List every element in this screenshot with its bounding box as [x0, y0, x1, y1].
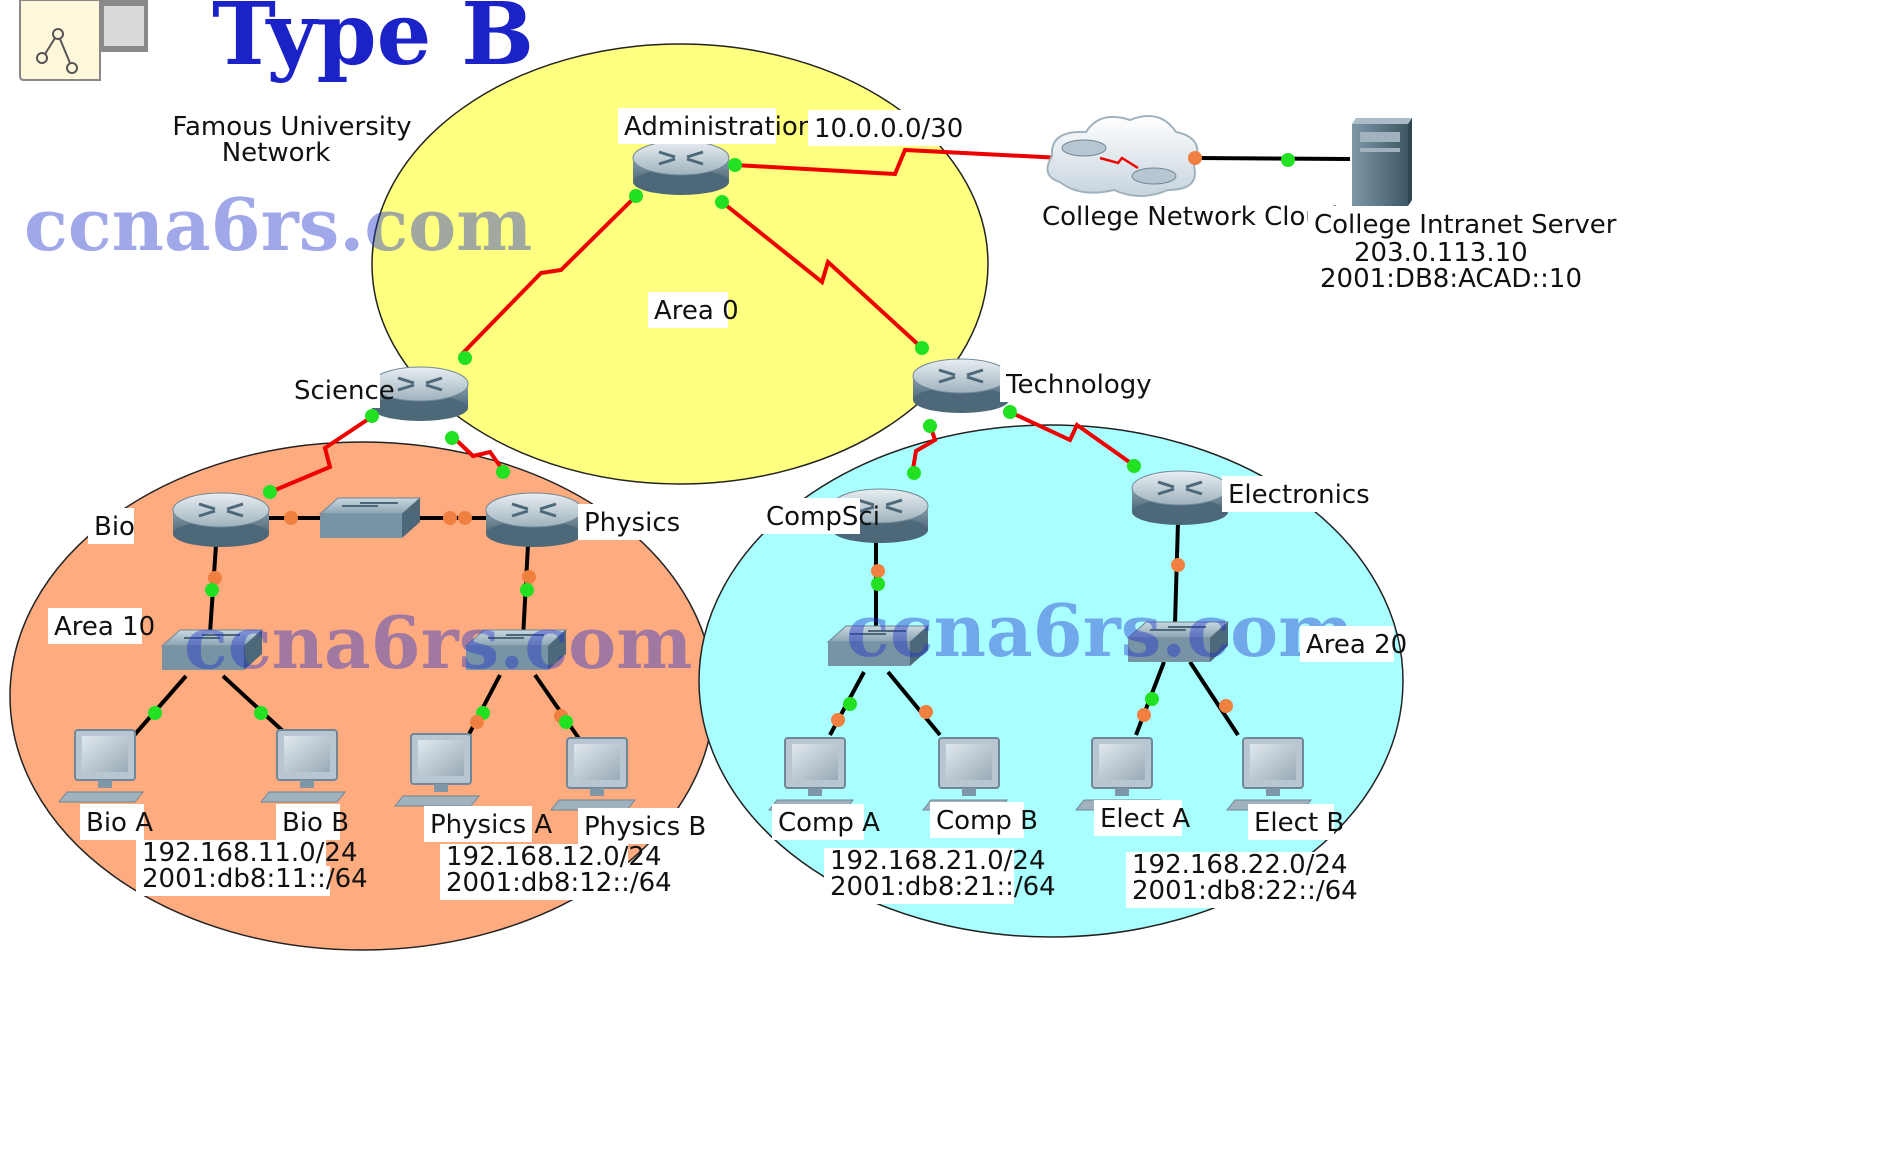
link-light [1281, 153, 1295, 167]
link-light [148, 706, 162, 720]
elect-subnet-ipv6: 2001:db8:22::/64 [1132, 876, 1358, 906]
administration-label: Administration [624, 112, 814, 142]
link-light [907, 466, 921, 480]
link-light [205, 583, 219, 597]
topology-icon [19, 0, 148, 81]
watermark-text: ccna6rs.com [24, 182, 532, 267]
area0-label: Area 0 [654, 296, 739, 326]
comp-b-label: Comp B [936, 806, 1038, 836]
router-icon[interactable] [911, 357, 1011, 415]
physics-b-label: Physics B [584, 812, 706, 842]
compsci-label: CompSci [766, 502, 880, 532]
link-light [919, 705, 933, 719]
watermark-text: ccna6rs.com [846, 588, 1354, 673]
link-subnet-label: 10.0.0.0/30 [814, 114, 963, 144]
link-light [263, 485, 277, 499]
physics-subnet-ipv4: 192.168.12.0/24 [446, 842, 662, 872]
link-light [208, 571, 222, 585]
link-light [458, 351, 472, 365]
link-light [470, 715, 484, 729]
link-light [520, 583, 534, 597]
link-light [254, 706, 268, 720]
cloud-icon[interactable] [1046, 115, 1199, 197]
link-light [831, 713, 845, 727]
bio-label: Bio [94, 512, 135, 542]
area20-label: Area 20 [1306, 630, 1407, 660]
server-name-label: College Intranet Server [1314, 210, 1617, 240]
router-icon[interactable] [1130, 469, 1230, 527]
router-icon[interactable] [171, 491, 271, 549]
link-light [559, 715, 573, 729]
server-ipv4-label: 203.0.113.10 [1354, 238, 1528, 268]
science-label: Science [294, 376, 395, 406]
link-light [1188, 151, 1202, 165]
link-light [728, 158, 742, 172]
network-name-line2: Network [222, 138, 331, 168]
comp-subnet-ipv4: 192.168.21.0/24 [830, 846, 1046, 876]
link-light [443, 511, 457, 525]
comp-subnet-ipv6: 2001:db8:21::/64 [830, 872, 1056, 902]
link-light [445, 431, 459, 445]
link-light [1219, 699, 1233, 713]
link-light [458, 511, 472, 525]
link-light [871, 577, 885, 591]
link-light [522, 570, 536, 584]
link-light [1003, 405, 1017, 419]
server-ipv6-label: 2001:DB8:ACAD::10 [1320, 264, 1582, 294]
link-light [843, 697, 857, 711]
bio-subnet-ipv6: 2001:db8:11::/64 [142, 864, 368, 894]
physics-subnet-ipv6: 2001:db8:12::/64 [446, 868, 672, 898]
link-light [496, 465, 510, 479]
technology-label: Technology [1005, 370, 1152, 400]
network-name-line1: Famous University [172, 112, 411, 142]
link-light [1127, 459, 1141, 473]
elect-b-label: Elect B [1254, 808, 1344, 838]
link-status-lights [148, 151, 1295, 729]
server-icon[interactable] [1352, 118, 1412, 206]
area10-label: Area 10 [54, 612, 155, 642]
bio-a-label: Bio A [86, 808, 153, 838]
link-light [1137, 708, 1151, 722]
link-light [284, 511, 298, 525]
elect-a-label: Elect A [1100, 804, 1190, 834]
link-light [1145, 692, 1159, 706]
link-light [915, 341, 929, 355]
bio-b-label: Bio B [282, 808, 349, 838]
physics-label: Physics [584, 508, 680, 538]
router-icon[interactable] [631, 139, 731, 197]
watermark-text: ccna6rs.com [184, 600, 692, 685]
diagram-title: Type B [212, 0, 534, 85]
link-light [871, 564, 885, 578]
serial-links [267, 147, 1137, 495]
electronics-label: Electronics [1228, 480, 1370, 510]
bio-subnet-ipv4: 192.168.11.0/24 [142, 838, 358, 868]
physics-a-label: Physics A [430, 810, 552, 840]
switch-icon[interactable] [319, 497, 421, 539]
link-light [1171, 558, 1185, 572]
link-light [923, 419, 937, 433]
elect-subnet-ipv4: 192.168.22.0/24 [1132, 850, 1348, 880]
link-light [715, 195, 729, 209]
cloud-label: College Network Cloud [1042, 202, 1338, 232]
router-icon[interactable] [484, 491, 584, 549]
link-light [365, 409, 379, 423]
link-light [629, 189, 643, 203]
comp-a-label: Comp A [778, 808, 880, 838]
